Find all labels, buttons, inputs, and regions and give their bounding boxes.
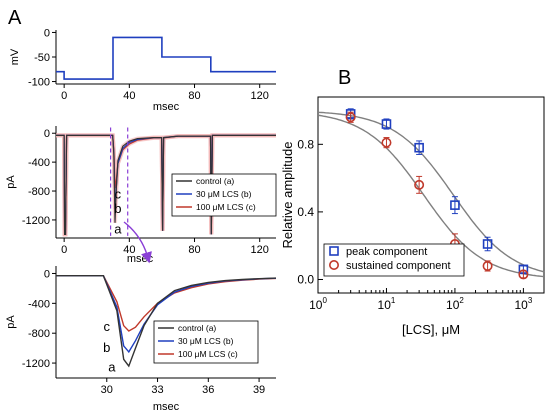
trace-label: a — [114, 221, 122, 236]
peak-point — [482, 239, 493, 249]
legend-box — [323, 243, 465, 277]
sustained-point — [518, 269, 529, 280]
y-axis-label: pA — [5, 315, 17, 329]
x-tick-label: 80 — [188, 90, 200, 102]
x-tick-label: 102 — [446, 296, 464, 312]
x-axis-label: msec — [127, 253, 154, 265]
trace-label: b — [103, 340, 110, 355]
trace-label: b — [114, 201, 121, 216]
y-tick-label: 0 — [44, 268, 50, 280]
peak-point — [381, 119, 392, 129]
legend-entry: 30 μM LCS (b) — [196, 189, 252, 199]
y-tick-label: 0.4 — [297, 205, 314, 219]
x-tick-label: 40 — [123, 244, 135, 256]
voltage-trace — [56, 36, 276, 80]
panel-label-b: B — [338, 67, 351, 89]
legend-entry: peak component — [346, 246, 427, 258]
x-axis-label: [LCS], μM — [402, 322, 460, 337]
sustained-point — [482, 260, 493, 271]
x-tick-label: 120 — [251, 244, 269, 256]
panel-a2-current-traces: 0 -400 -800 -1200 0 40 80 120 pA msec cba control (… — [5, 126, 277, 265]
x-tick-label: 120 — [251, 90, 269, 102]
peak-point — [414, 142, 424, 153]
legend-marker-square — [329, 246, 339, 256]
x-tick-label: 40 — [123, 90, 135, 102]
y-tick-label: -400 — [28, 157, 50, 169]
x-tick-label: 101 — [378, 296, 396, 312]
expansion-arrow — [123, 221, 152, 264]
x-tick-label: 103 — [514, 296, 532, 312]
sustained-point — [414, 179, 425, 190]
x-tick-label: 80 — [188, 244, 200, 256]
x-tick-label: 36 — [202, 384, 214, 396]
trace-label: c — [104, 319, 111, 334]
y-tick-label: -1200 — [22, 215, 50, 227]
y-axis-label: Relative amplitude — [280, 142, 295, 249]
y-tick-label: -400 — [28, 298, 50, 310]
current-trace-0 — [56, 134, 276, 235]
sustained-point — [345, 112, 356, 123]
trace-label: c — [115, 187, 122, 202]
legend-entry: 100 μM LCS (c) — [196, 202, 256, 212]
y-tick-label: -1200 — [22, 358, 50, 370]
x-tick-base: 10 — [446, 298, 460, 312]
y-tick-label: 0 — [44, 128, 50, 140]
panel-a1-voltage-protocol: 0 -50 -100 0 40 80 120 mV msec A — [8, 7, 276, 113]
x-tick-base: 10 — [309, 298, 323, 312]
legend-entry: sustained component — [346, 260, 451, 272]
x-axis-label: msec — [153, 101, 180, 113]
legend-entry: control (a) — [196, 176, 234, 186]
x-tick-exponent: 3 — [528, 296, 533, 305]
sustained-point — [381, 137, 392, 148]
y-tick-label: 0 — [44, 27, 50, 39]
peak-point — [450, 200, 460, 210]
legend-entry: 30 μM LCS (b) — [178, 336, 234, 346]
y-tick-label: -800 — [28, 186, 50, 198]
x-tick-exponent: 1 — [391, 296, 396, 305]
y-tick-label: -50 — [34, 52, 50, 64]
x-tick-base: 10 — [514, 298, 528, 312]
fit-curve-1 — [317, 114, 545, 278]
expanded-trace-0 — [56, 275, 277, 368]
y-tick-label: 0.8 — [297, 137, 314, 151]
legend-entry: control (a) — [178, 323, 216, 333]
legend-entry: 100 μM LCS (c) — [178, 349, 238, 359]
y-tick-label: -100 — [28, 77, 50, 89]
x-tick-label: 39 — [253, 384, 265, 396]
x-tick-exponent: 0 — [322, 296, 327, 305]
legend-marker-circle — [328, 259, 339, 270]
panel-label-a: A — [8, 7, 22, 29]
x-tick-base: 10 — [378, 298, 392, 312]
y-tick-label: 0.0 — [297, 272, 314, 286]
plot-frame — [317, 96, 545, 294]
fit-curve-0 — [317, 111, 545, 273]
arrow-path — [123, 221, 152, 264]
x-axis-label: msec — [153, 401, 180, 413]
trace-label: a — [108, 360, 116, 375]
x-tick-label: 0 — [61, 244, 67, 256]
y-axis-label: pA — [5, 175, 17, 189]
panel-a3-expanded-traces: 0 -400 -800 -1200 30 33 36 39 pA msec cba control (… — [5, 266, 277, 413]
x-tick-label: 100 — [309, 296, 327, 312]
x-tick-label: 33 — [151, 384, 163, 396]
y-axis-label: mV — [9, 48, 21, 65]
x-tick-label: 30 — [101, 384, 113, 396]
x-tick-label: 0 — [61, 90, 67, 102]
x-tick-exponent: 2 — [459, 296, 464, 305]
y-tick-label: -800 — [28, 328, 50, 340]
